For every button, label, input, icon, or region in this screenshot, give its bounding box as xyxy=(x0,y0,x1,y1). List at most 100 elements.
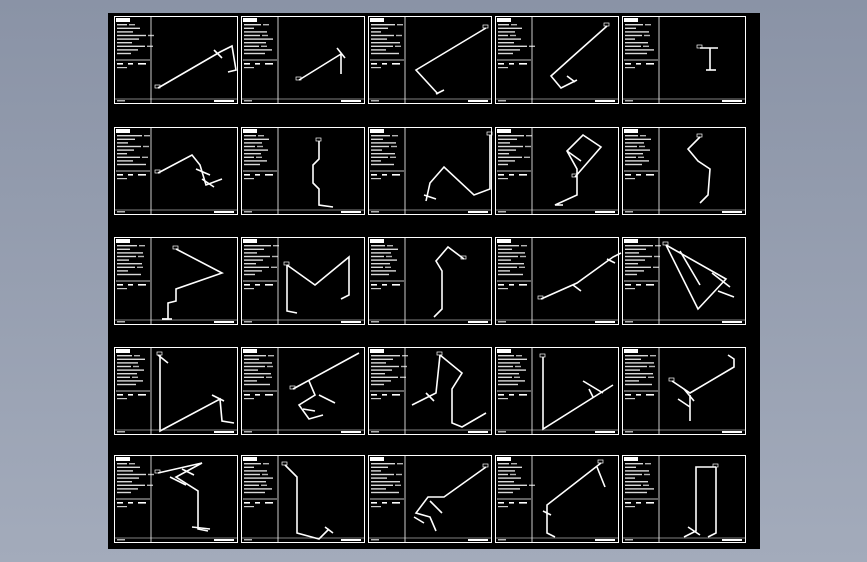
panel-title-block xyxy=(624,457,638,461)
panel-frame xyxy=(495,347,619,435)
panel-title-block xyxy=(497,129,511,133)
drawing-panel-r4c1[interactable] xyxy=(114,347,238,435)
drawing-panel-r1c5[interactable] xyxy=(622,16,746,104)
panel-title-block xyxy=(624,239,638,243)
panel-frame xyxy=(368,127,492,215)
panel-notes xyxy=(497,24,535,69)
panel-notes xyxy=(243,245,279,290)
pipe-isometric-small-tee xyxy=(696,44,718,71)
pipe-isometric-triangle-loop xyxy=(162,245,225,320)
panel-title-tag xyxy=(722,431,742,433)
panel-title-block xyxy=(370,457,384,461)
panel-title-tag xyxy=(468,100,488,102)
drawing-panel-r1c2[interactable] xyxy=(241,16,365,104)
drawing-sheet[interactable] xyxy=(108,13,760,549)
panel-frame xyxy=(114,237,238,325)
panel-notes xyxy=(497,355,531,400)
panel-title-block xyxy=(370,349,384,353)
panel-notes xyxy=(116,245,150,290)
panel-title-tag xyxy=(468,211,488,213)
panel-title-block xyxy=(370,239,384,243)
drawing-panel-r1c4[interactable] xyxy=(495,16,619,104)
drawing-panel-r1c1[interactable] xyxy=(114,16,238,104)
panel-notes xyxy=(116,355,150,400)
drawing-panel-r3c3[interactable] xyxy=(368,237,492,325)
panel-frame xyxy=(241,127,365,215)
panel-title-block xyxy=(370,18,384,22)
drawing-panel-r3c1[interactable] xyxy=(114,237,238,325)
pipe-isometric-s-bend xyxy=(411,351,487,428)
panel-title-block xyxy=(370,129,384,133)
panel-notes xyxy=(624,463,658,508)
drawing-panel-r3c5[interactable] xyxy=(622,237,746,325)
pipe-isometric-angled-drop xyxy=(686,133,711,204)
pipe-isometric-step-run xyxy=(413,463,489,532)
panel-notes xyxy=(370,24,404,69)
panel-title-tag xyxy=(214,211,234,213)
drawing-panel-r5c3[interactable] xyxy=(368,455,492,543)
panel-frame xyxy=(114,347,238,435)
panel-title-block xyxy=(624,129,638,133)
panel-notes xyxy=(624,135,658,180)
pipe-isometric-riser-cluster xyxy=(154,462,211,532)
panel-title-tag xyxy=(341,211,361,213)
pipe-isometric-chevron xyxy=(414,24,489,95)
panel-notes xyxy=(624,24,658,69)
drawing-panel-r4c3[interactable] xyxy=(368,347,492,435)
panel-title-tag xyxy=(595,100,615,102)
drawing-panel-r4c2[interactable] xyxy=(241,347,365,435)
panel-notes xyxy=(116,135,150,180)
drawing-canvas xyxy=(114,16,746,543)
drawing-panel-r5c1[interactable] xyxy=(114,455,238,543)
panel-title-tag xyxy=(341,100,361,102)
panel-title-block xyxy=(116,349,130,353)
drawing-panel-r4c4[interactable] xyxy=(495,347,619,435)
panel-title-block xyxy=(243,129,257,133)
panel-notes xyxy=(370,245,404,290)
drawing-panel-r2c4[interactable] xyxy=(495,127,619,215)
drawing-panel-r2c2[interactable] xyxy=(241,127,365,215)
pipe-isometric-u-riser xyxy=(683,463,719,538)
drawing-panel-r1c3[interactable] xyxy=(368,16,492,104)
panel-frame xyxy=(368,455,492,543)
drawing-panel-r4c5[interactable] xyxy=(622,347,746,435)
panel-frame xyxy=(622,237,746,325)
panel-title-block xyxy=(624,349,638,353)
panel-title-tag xyxy=(468,539,488,541)
drawing-panel-r5c5[interactable] xyxy=(622,455,746,543)
panel-notes xyxy=(624,245,661,290)
pipe-isometric-cross-fitting xyxy=(154,153,223,188)
pipe-isometric-tall-l xyxy=(539,353,614,431)
pipe-isometric-vertical-offset xyxy=(312,137,334,208)
panel-title-tag xyxy=(214,100,234,102)
drawing-panel-r2c5[interactable] xyxy=(622,127,746,215)
panel-title-tag xyxy=(722,539,742,541)
panel-title-block xyxy=(497,349,511,353)
panel-frame xyxy=(114,127,238,215)
panel-title-tag xyxy=(468,321,488,323)
drawing-panel-r5c4[interactable] xyxy=(495,455,619,543)
panel-title-tag xyxy=(722,100,742,102)
pipe-isometric-triangle-fitting xyxy=(662,241,735,311)
drawing-panel-r2c3[interactable] xyxy=(368,127,493,215)
panel-title-tag xyxy=(341,321,361,323)
panel-title-block xyxy=(497,18,511,22)
panel-title-block xyxy=(243,349,257,353)
panel-notes xyxy=(370,463,404,508)
panel-title-tag xyxy=(341,539,361,541)
panel-title-block xyxy=(116,239,130,243)
panel-notes xyxy=(497,245,531,290)
drawing-panel-r2c1[interactable] xyxy=(114,127,238,215)
panel-notes xyxy=(497,463,535,508)
panel-title-tag xyxy=(341,431,361,433)
pipe-isometric-diagonal-drop xyxy=(542,459,606,538)
panel-title-tag xyxy=(595,539,615,541)
drawing-panel-r3c2[interactable] xyxy=(241,237,365,325)
pipe-isometric-m-shape xyxy=(283,255,350,314)
panel-frame xyxy=(241,237,365,325)
drawing-panel-r5c2[interactable] xyxy=(241,455,365,543)
pipe-isometric-loop-riser xyxy=(554,133,603,206)
drawing-panel-r3c4[interactable] xyxy=(495,237,622,325)
panel-frame xyxy=(368,347,492,435)
pipe-isometric-zigzag xyxy=(423,131,493,202)
